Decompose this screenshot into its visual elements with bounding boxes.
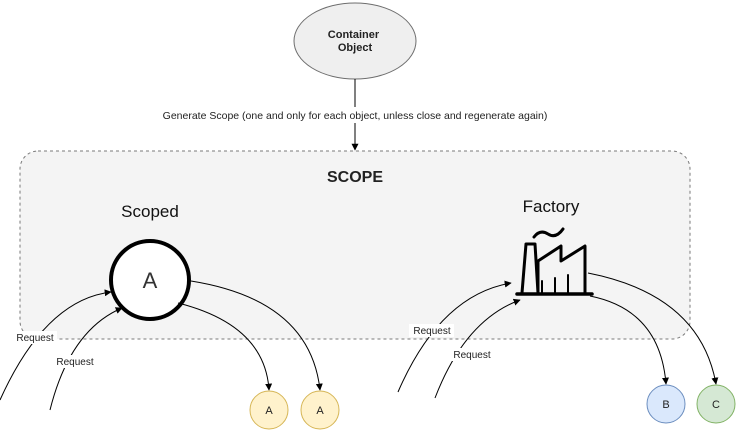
- container-object-line2: Object: [338, 42, 373, 54]
- factory-request-inner-label-bg: [449, 348, 494, 361]
- factory-output-c-node: [696, 384, 736, 424]
- factory-request-outer-arrow: [397, 280, 512, 393]
- factory-output-b-node: [646, 384, 686, 424]
- scoped-request-outer-label: Request: [16, 333, 53, 344]
- scoped-instance-letter: A: [143, 268, 158, 293]
- scoped-output-arrow-1: [177, 302, 273, 391]
- factory-request-outer-label: Request: [413, 326, 450, 337]
- scoped-request-outer-arrow: [0, 289, 112, 401]
- scoped-request-inner-label: Request: [56, 357, 93, 368]
- factory-title: Factory: [523, 197, 580, 216]
- generate-label-bg: [150, 107, 562, 123]
- factory-request-inner-label: Request: [453, 350, 490, 361]
- scoped-request-inner-arrow: [49, 307, 123, 411]
- scoped-title: Scoped: [121, 202, 179, 221]
- factory-request-inner-arrow: [434, 298, 521, 399]
- factory-icon: [515, 227, 594, 296]
- scoped-output-arrow-2: [190, 280, 323, 391]
- container-object-node: [293, 2, 417, 80]
- factory-output-arrow-c: [587, 272, 719, 385]
- scoped-output-a-label-1: A: [265, 405, 273, 417]
- scoped-request-outer-label-bg: [12, 331, 57, 344]
- scope-title: SCOPE: [327, 169, 383, 186]
- factory-output-c-label: C: [712, 399, 720, 411]
- container-object-line1: Container: [328, 29, 380, 41]
- scoped-output-a-label-2: A: [316, 405, 324, 417]
- container-object-label: Container Object: [328, 29, 382, 54]
- factory-output-b-label: B: [662, 399, 669, 411]
- factory-request-outer-label-bg: [409, 324, 454, 337]
- scoped-output-a-node-1: [249, 390, 289, 430]
- factory-output-arrow-b: [589, 295, 669, 385]
- scoped-request-inner-label-bg: [52, 355, 97, 368]
- generate-scope-label: Generate Scope (one and only for each ob…: [163, 110, 548, 122]
- scoped-instance-node: [109, 239, 191, 321]
- scoped-output-a-node-2: [300, 390, 340, 430]
